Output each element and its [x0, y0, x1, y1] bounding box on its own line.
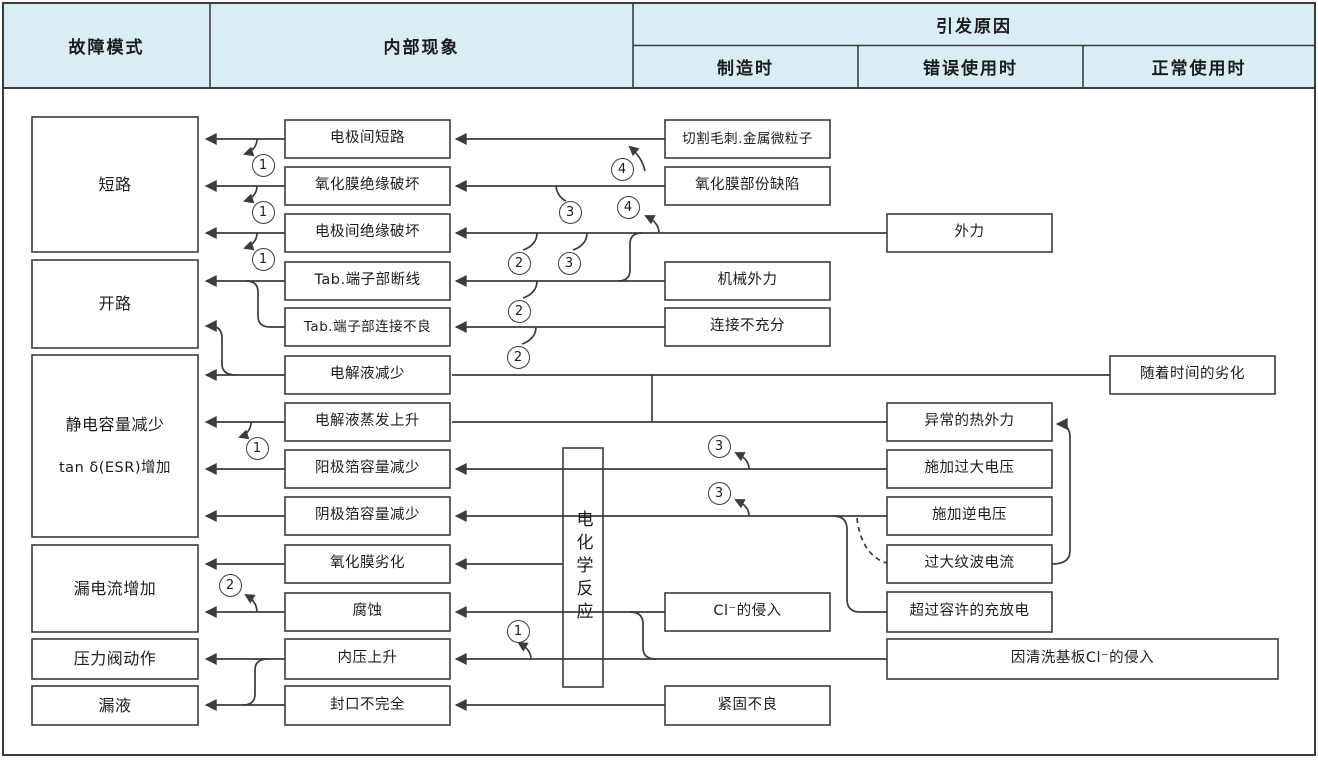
phenomenon-tab-terminal-bad-connection: Tab.端子部连接不良 — [303, 318, 432, 335]
hub-box-electrochemical-reaction — [562, 447, 604, 688]
header-internal-phenomenon: 内部现象 — [383, 38, 460, 58]
cause-cutting-burr-metal-particles: 切割毛刺.金属微粒子 — [682, 130, 813, 147]
route-marker-1: 1 — [251, 153, 275, 177]
phenomenon-electrolyte-evaporation-rise: 电解液蒸发上升 — [315, 413, 420, 430]
route-marker-1: 1 — [245, 436, 269, 460]
cause-chloride-intrusion-board-cleaning: 因清洗基板Cl⁻的侵入 — [1010, 650, 1155, 667]
hub-electrochemical-reaction: 电化学反应 — [572, 510, 593, 625]
phenomenon-corrosion: 腐蚀 — [352, 603, 383, 620]
route-marker-4: 4 — [616, 195, 640, 219]
cause-oxide-film-partial-defect: 氧化膜部份缺陷 — [695, 177, 800, 194]
route-marker-3: 3 — [707, 481, 731, 505]
phenomenon-short-between-electrodes: 电极间短路 — [330, 130, 405, 147]
capacitance-decrease-line1: 静电容量减少 — [65, 414, 165, 434]
failure-leakage-current-increase: 漏电流增加 — [73, 578, 157, 598]
phenomenon-incomplete-sealing: 封口不完全 — [330, 696, 405, 713]
header-manufacturing: 制造时 — [717, 59, 774, 79]
esr-increase-line2: tan δ(ESR)增加 — [59, 459, 171, 476]
route-marker-3: 3 — [707, 434, 731, 458]
cause-excessive-voltage: 施加过大电压 — [924, 460, 1015, 477]
route-marker-2: 2 — [507, 251, 531, 275]
phenomenon-cathode-foil-capacity-decrease: 阴极箔容量减少 — [315, 507, 420, 524]
cause-external-force: 外力 — [954, 224, 985, 241]
cause-charge-discharge-over-allowance: 超过容许的充放电 — [909, 603, 1030, 620]
cause-poor-fastening: 紧固不良 — [717, 696, 778, 713]
phenomenon-oxide-film-degradation: 氧化膜劣化 — [330, 555, 405, 572]
header-failure-mode: 故障模式 — [68, 38, 145, 58]
route-marker-2: 2 — [506, 345, 530, 369]
cause-degradation-over-time: 随着时间的劣化 — [1140, 366, 1245, 383]
phenomenon-insulation-breakdown-between-electrodes: 电极间绝缘破坏 — [315, 224, 420, 241]
route-marker-3: 3 — [557, 251, 581, 275]
phenomenon-electrolyte-decrease: 电解液减少 — [330, 366, 405, 383]
failure-short-circuit: 短路 — [98, 174, 132, 194]
cause-mechanical-external-force: 机械外力 — [717, 272, 778, 289]
route-marker-4: 4 — [610, 157, 634, 181]
cause-insufficient-connection: 连接不充分 — [710, 318, 785, 335]
header-normal-use: 正常使用时 — [1151, 59, 1247, 79]
route-marker-2: 2 — [507, 299, 531, 323]
phenomenon-tab-terminal-broken: Tab.端子部断线 — [314, 272, 421, 289]
route-marker-1: 1 — [251, 200, 275, 224]
route-marker-3: 3 — [558, 200, 582, 224]
phenomenon-internal-pressure-rise: 内压上升 — [337, 650, 398, 667]
cause-reverse-voltage: 施加逆电压 — [932, 507, 1007, 524]
header-cause: 引发原因 — [936, 16, 1012, 37]
phenomenon-oxide-film-insulation-breakdown: 氧化膜绝缘破坏 — [315, 177, 420, 194]
route-marker-2: 2 — [218, 573, 242, 597]
failure-liquid-leakage: 漏液 — [98, 695, 132, 715]
failure-open-circuit: 开路 — [98, 294, 132, 314]
failure-pressure-valve-operation: 压力阀动作 — [73, 649, 157, 669]
cause-chloride-intrusion: Cl⁻的侵入 — [713, 603, 782, 620]
route-marker-1: 1 — [251, 247, 275, 271]
route-marker-1: 1 — [506, 619, 530, 643]
phenomenon-anode-foil-capacity-decrease: 阳极箔容量减少 — [315, 460, 420, 477]
cause-abnormal-thermal-force: 异常的热外力 — [924, 413, 1015, 430]
cause-excessive-ripple-current: 过大纹波电流 — [924, 555, 1015, 572]
failure-capacitance-decrease: 静电容量减少 tan δ(ESR)增加 — [32, 355, 198, 537]
header-misuse: 错误使用时 — [923, 59, 1018, 79]
